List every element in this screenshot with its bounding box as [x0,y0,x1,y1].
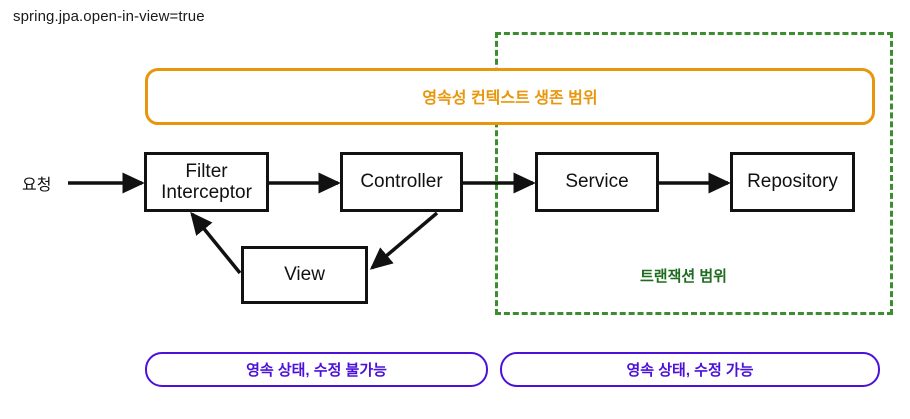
node-controller[interactable]: Controller [340,152,463,212]
node-service-label: Service [565,171,629,193]
node-filter-interceptor-line2: Interceptor [161,182,252,203]
transaction-scope-boundary [495,32,893,315]
request-label: 요청 [22,177,52,194]
persistence-context-scope-boundary [145,68,875,125]
node-repository-label: Repository [747,171,838,193]
page-title: spring.jpa.open-in-view=true [13,8,205,25]
node-service[interactable]: Service [535,152,659,212]
persistence-context-scope-label: 영속성 컨텍스트 생존 범위 [422,90,598,107]
transaction-scope-label: 트랜잭션 범위 [640,268,727,285]
node-filter-interceptor[interactable]: Filter Interceptor [144,152,269,212]
state-box-writable: 영속 상태, 수정 가능 [500,352,880,387]
arrow-controller-to-view [369,211,439,270]
node-view-label: View [284,264,325,286]
node-filter-interceptor-line1: Filter [185,160,228,182]
node-controller-label: Controller [360,171,443,193]
node-repository[interactable]: Repository [730,152,855,212]
state-box-readonly-label: 영속 상태, 수정 불가능 [246,362,387,379]
state-box-readonly: 영속 상태, 수정 불가능 [145,352,488,387]
node-view[interactable]: View [241,246,368,304]
state-box-writable-label: 영속 상태, 수정 가능 [626,362,754,379]
arrow-view-to-filter [190,211,242,275]
